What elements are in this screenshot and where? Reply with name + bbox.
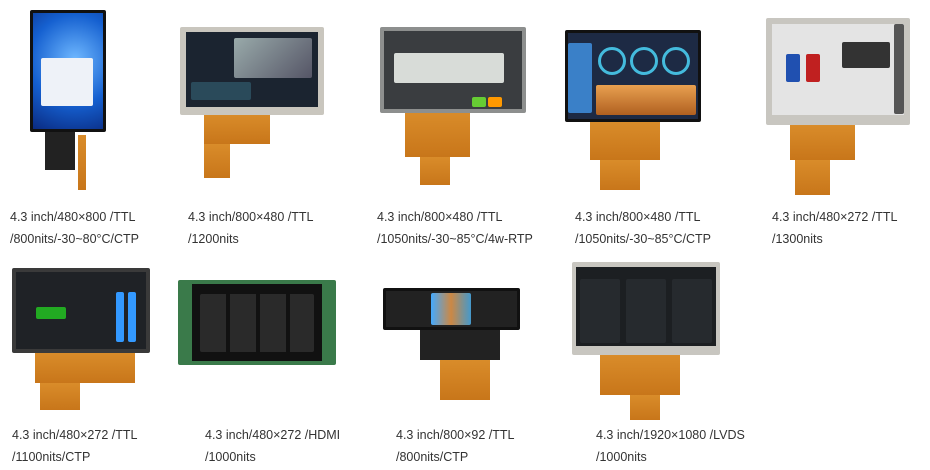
lcd-display <box>766 18 910 125</box>
thumbnails <box>431 293 471 325</box>
caption-line: 4.3 inch/800×92 /TTL <box>396 428 515 442</box>
caption-line: /1050nits/-30~85°C/CTP <box>575 232 711 246</box>
fpc-ribbon <box>78 135 86 190</box>
caption-line: 4.3 inch/800×480 /TTL <box>377 210 503 224</box>
panel <box>842 42 890 68</box>
lcd-display <box>30 10 106 132</box>
product-caption: 4.3 inch/800×480 /TTL/1050nits/-30~85°C/… <box>377 206 533 250</box>
caption-line: /800nits/CTP <box>396 450 469 464</box>
generator-panel <box>672 279 712 343</box>
caption-line: 4.3 inch/480×272 /HDMI <box>205 428 341 442</box>
fpc-ribbon <box>420 330 500 360</box>
caption-line: 4.3 inch/800×480 /TTL <box>188 210 314 224</box>
caption-line: 4.3 inch/800×480 /TTL <box>575 210 701 224</box>
display-screen <box>192 284 322 361</box>
product-caption: 4.3 inch/480×272 /HDMI/1000nits <box>205 424 340 468</box>
product-caption: 4.3 inch/480×272 /TTL/1300nits <box>772 206 897 250</box>
caption-line: 4.3 inch/1920×1080 /LVDS <box>596 428 745 442</box>
display-screen <box>33 13 103 129</box>
lcd-display <box>565 30 701 122</box>
caption-line: /1100nits/CTP <box>12 450 91 464</box>
product-caption: 4.3 inch/480×272 /TTL/1100nits/CTP <box>12 424 137 468</box>
gauge <box>630 47 658 75</box>
fpc-ribbon <box>440 360 490 400</box>
lcd-display <box>572 262 720 355</box>
desert-image <box>596 85 696 115</box>
caption-line: /800nits/-30~80°C/CTP <box>10 232 140 246</box>
gauge <box>598 47 626 75</box>
caption-line: 4.3 inch/480×272 /TTL <box>772 210 898 224</box>
product-caption: 4.3 inch/800×92 /TTL/800nits/CTP <box>396 424 514 468</box>
fpc-ribbon <box>45 130 75 170</box>
gauges <box>191 82 251 100</box>
fpc-ribbon <box>795 160 830 195</box>
sidebar <box>894 24 904 114</box>
generator-panel <box>626 279 666 343</box>
level-bar <box>116 292 124 342</box>
product-caption: 4.3 inch/480×800 /TTL/800nits/-30~80°C/C… <box>10 206 139 250</box>
coffee-menu <box>200 294 314 352</box>
product-caption: 4.3 inch/1920×1080 /LVDS/1000nits <box>596 424 745 468</box>
lcd-display <box>12 268 150 353</box>
display-screen <box>16 272 146 349</box>
display-screen <box>384 31 522 109</box>
lcd-display <box>380 27 526 113</box>
gauge <box>662 47 690 75</box>
indicator <box>36 307 66 319</box>
display-screen <box>386 291 517 327</box>
fpc-ribbon <box>420 157 450 185</box>
display-screen <box>186 32 318 107</box>
display-screen <box>576 267 716 346</box>
machine-image <box>234 38 312 78</box>
display-screen <box>568 33 698 119</box>
lcd-display <box>180 27 324 115</box>
caption-line: /1050nits/-30~85°C/4w-RTP <box>377 232 533 246</box>
caption-line: /1000nits <box>205 450 256 464</box>
fpc-ribbon <box>204 114 270 144</box>
level-bar <box>128 292 136 342</box>
lcd-display <box>383 288 520 330</box>
product-caption: 4.3 inch/800×480 /TTL/1050nits/-30~85°C/… <box>575 206 711 250</box>
caption-line: /1300nits <box>772 232 823 246</box>
fpc-ribbon <box>600 355 680 395</box>
product-caption: 4.3 inch/800×480 /TTL/1200nits <box>188 206 313 250</box>
tank <box>786 54 800 82</box>
generator-panel <box>580 279 620 343</box>
tank-level <box>568 43 592 113</box>
lcd-display <box>178 280 336 365</box>
tank <box>806 54 820 82</box>
process-diagram <box>394 53 504 83</box>
fpc-ribbon <box>204 144 230 178</box>
fpc-ribbon <box>600 160 640 190</box>
fpc-ribbon <box>630 395 660 420</box>
caption-line: /1200nits <box>188 232 239 246</box>
caption-line: 4.3 inch/480×272 /TTL <box>12 428 138 442</box>
status-indicator <box>472 97 486 107</box>
status-indicator <box>488 97 502 107</box>
fpc-ribbon <box>590 122 660 160</box>
caption-line: 4.3 inch/480×800 /TTL <box>10 210 136 224</box>
fpc-ribbon <box>790 125 855 160</box>
start-menu <box>41 58 93 106</box>
caption-line: /1000nits <box>596 450 647 464</box>
fpc-ribbon <box>40 383 80 410</box>
fpc-ribbon <box>35 353 135 383</box>
fpc-ribbon <box>405 112 470 157</box>
display-screen <box>772 24 904 115</box>
